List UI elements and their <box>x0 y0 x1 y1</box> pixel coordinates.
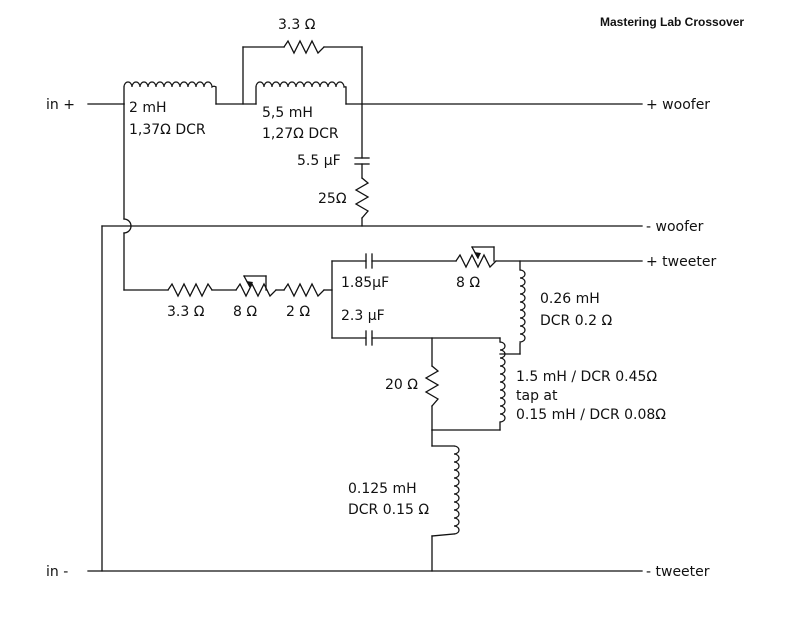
resistor-series-3-3 <box>167 282 213 298</box>
capacitor-lower-2-3uf <box>365 330 373 346</box>
resistor-zobel-25 <box>354 177 370 219</box>
wires <box>87 46 643 572</box>
label-l1-dcr: 1,37Ω DCR <box>129 122 206 138</box>
label-l-tap-line3: 0.15 mH / DCR 0.08Ω <box>516 407 666 423</box>
label-r-shunt: 20 Ω <box>385 377 418 393</box>
resistor-shunt-20 <box>424 365 440 407</box>
label-pot-tweeter: 8 Ω <box>456 275 480 291</box>
label-c-lower: 2.3 µF <box>341 308 385 324</box>
label-l1-value: 2 mH <box>129 100 167 116</box>
inductor-bottom-0-125mh <box>453 445 460 535</box>
terminal-woofer-minus: - woofer <box>646 219 704 235</box>
label-r-series1: 3.3 Ω <box>167 304 205 320</box>
inductor-l1-2mh <box>123 81 217 89</box>
label-l2-dcr: 1,27Ω DCR <box>262 126 339 142</box>
resistor-parallel-3-3 <box>283 39 325 55</box>
terminal-tweeter-minus: - tweeter <box>646 564 710 580</box>
label-l2-value: 5,5 mH <box>262 105 313 121</box>
terminal-in-minus: in - <box>46 564 68 580</box>
inductor-l2-5-5mh <box>255 81 347 88</box>
label-r-series2: 2 Ω <box>286 304 310 320</box>
resistor-series-2 <box>283 282 325 298</box>
terminal-tweeter-plus: + tweeter <box>646 254 716 270</box>
label-l-tweeter-value: 0.26 mH <box>540 291 600 307</box>
terminal-woofer-plus: + woofer <box>646 97 710 113</box>
capacitor-zobel-5-5uf <box>354 157 370 165</box>
label-pot-series: 8 Ω <box>233 304 257 320</box>
label-c-zobel: 5.5 µF <box>297 153 341 169</box>
potentiometer-series-8 <box>235 275 277 298</box>
label-l-tap-line2: tap at <box>516 388 558 404</box>
diagram-title: Mastering Lab Crossover <box>600 15 744 29</box>
terminal-in-plus: in + <box>46 97 75 113</box>
inductor-tapped-1-5mh <box>499 341 506 423</box>
potentiometer-tweeter-8 <box>455 246 497 269</box>
label-r-zobel: 25Ω <box>318 191 347 207</box>
inductor-tweeter-0-26mh <box>519 269 526 345</box>
label-c-upper: 1.85µF <box>341 275 389 291</box>
label-l-tap-value: 1.5 mH / DCR 0.45Ω <box>516 369 657 385</box>
label-l-bottom-value: 0.125 mH <box>348 481 417 497</box>
capacitor-upper-1-85uf <box>365 253 373 269</box>
label-l-bottom-dcr: DCR 0.15 Ω <box>348 502 429 518</box>
label-l-tweeter-dcr: DCR 0.2 Ω <box>540 313 612 329</box>
label-r-parallel: 3.3 Ω <box>278 17 316 33</box>
